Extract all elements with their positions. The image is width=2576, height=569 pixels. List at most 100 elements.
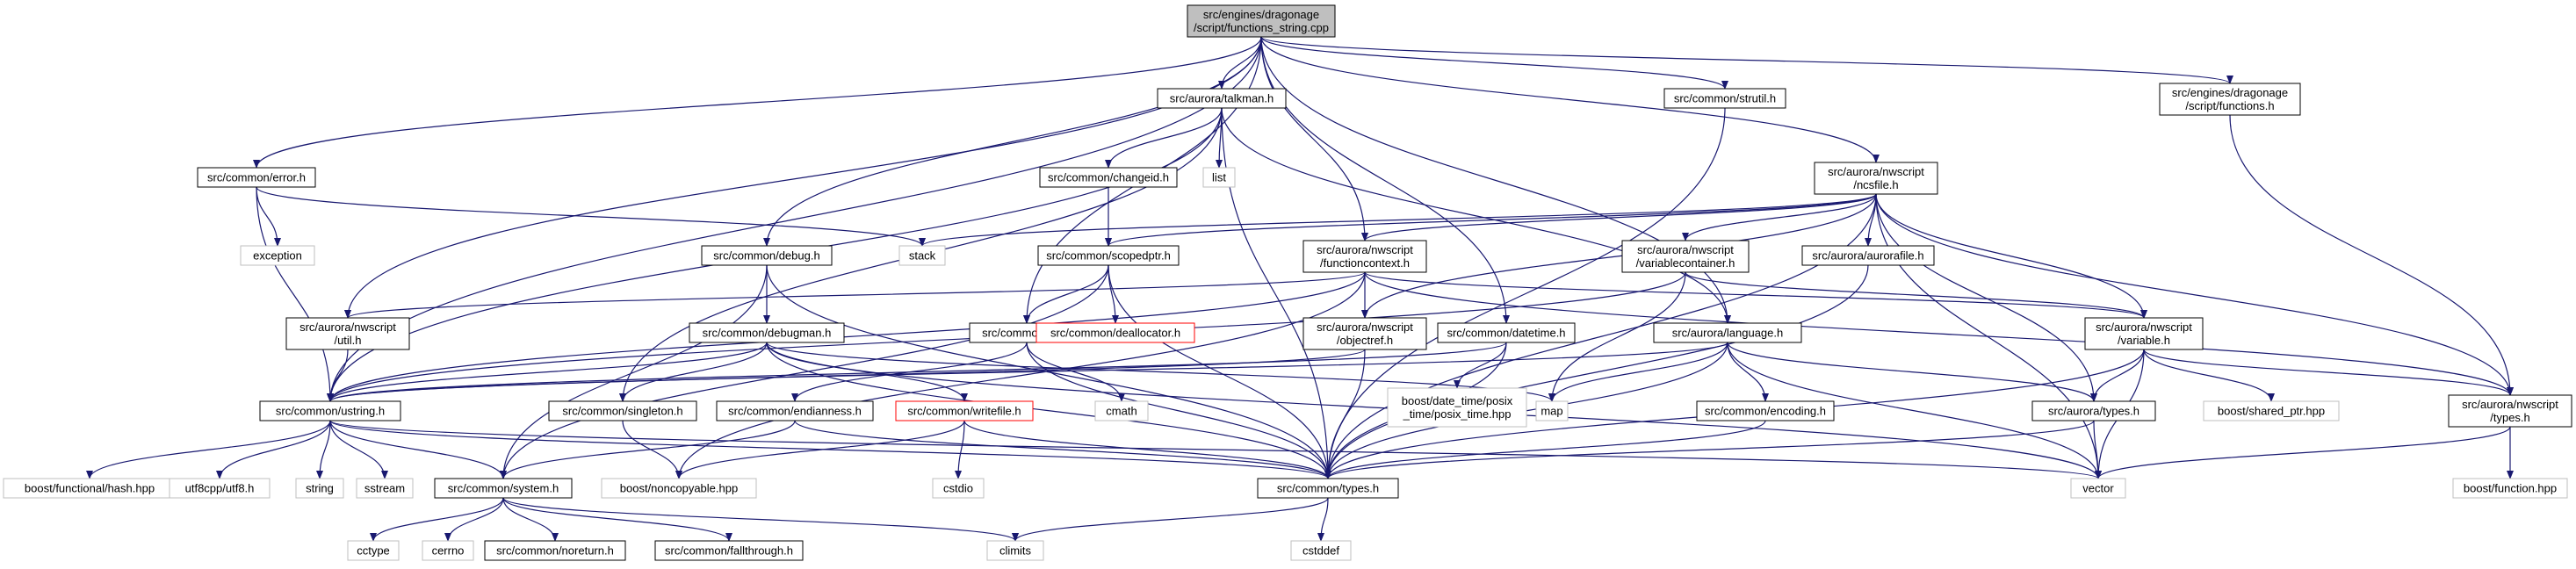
node-label: cstddef (1302, 544, 1339, 558)
node-debugman[interactable]: src/common/debugman.h (689, 322, 845, 343)
node-system[interactable]: src/common/system.h (434, 478, 573, 499)
node-box (1535, 400, 1569, 421)
node-label: string (306, 482, 334, 495)
edge-ustring-to-types (329, 420, 1331, 479)
node-label: src/engines/dragonage (1203, 8, 1319, 21)
node-auroratypes[interactable]: src/aurora/types.h (2031, 400, 2156, 421)
edge-ncsfile-to-objectref (1361, 193, 1877, 319)
node-writefile[interactable]: src/common/writefile.h (895, 400, 1034, 421)
edge-functioncontext-to-variable (1364, 271, 2147, 319)
edge-root-to-error (253, 36, 1262, 169)
node-objectref[interactable]: src/aurora/nwscript/objectref.h (1302, 317, 1427, 350)
edge-ncsfile-to-functioncontext (1361, 193, 1877, 241)
edge-ncsfile-to-scopedptr (1105, 193, 1877, 247)
edge-system-to-noreturn (502, 497, 559, 542)
node-deallocator[interactable]: src/common/deallocator.h (1035, 322, 1195, 343)
edge-scopedptr-to-system (500, 264, 1109, 479)
node-climits: climits (986, 540, 1044, 561)
node-cctype: cctype (347, 540, 400, 561)
node-noreturn[interactable]: src/common/noreturn.h (484, 540, 626, 561)
node-label: src/common/types.h (1277, 482, 1379, 495)
node-scopedptr[interactable]: src/common/scopedptr.h (1037, 245, 1180, 266)
node-aurorafile[interactable]: src/aurora/aurorafile.h (1801, 245, 1935, 266)
node-label: src/aurora/nwscript (299, 321, 396, 334)
edge-writefile-to-noncopyable (675, 420, 965, 479)
node-root[interactable]: src/engines/dragonage/script/functions_s… (1187, 4, 1336, 38)
edge-root-to-ustring (327, 36, 1262, 402)
node-label: src/aurora/language.h (1672, 327, 1783, 340)
node-label: /script/functions.h (2185, 99, 2274, 112)
node-box (169, 478, 271, 499)
node-box (2203, 400, 2340, 421)
node-box (1039, 167, 1178, 188)
node-encoding[interactable]: src/common/encoding.h (1696, 400, 1835, 421)
node-label: src/common/encoding.h (1705, 405, 1826, 418)
node-box (2452, 478, 2568, 499)
node-label: src/common/strutil.h (1674, 92, 1776, 105)
node-label: /functioncontext.h (1320, 256, 1410, 270)
edge-language-to-types (1324, 342, 1728, 479)
node-box (259, 400, 401, 421)
node-talkman[interactable]: src/aurora/talkman.h (1157, 88, 1287, 109)
edge-error-to-stack (256, 186, 926, 247)
node-datetime[interactable]: src/common/datetime.h (1437, 322, 1576, 343)
node-box (701, 245, 833, 266)
edge-encoding-to-types (1324, 420, 1766, 479)
node-box (1302, 317, 1427, 350)
node-box (1257, 478, 1399, 499)
node-box (1621, 240, 1750, 273)
node-label: src/aurora/nwscript (2462, 398, 2558, 411)
edge-ustring-to-system (329, 420, 507, 479)
node-box (1302, 240, 1427, 273)
node-language[interactable]: src/aurora/language.h (1653, 322, 1802, 343)
node-label: /script/functions_string.cpp (1194, 21, 1329, 34)
node-types[interactable]: src/common/types.h (1257, 478, 1399, 499)
edge-error-to-ustring (256, 186, 334, 402)
node-functioncontext[interactable]: src/aurora/nwscript/functioncontext.h (1302, 240, 1427, 273)
node-label: /variablecontainer.h (1636, 256, 1735, 270)
node-dafunctions[interactable]: src/engines/dragonage/script/functions.h (2159, 83, 2301, 116)
node-label: cctype (357, 544, 390, 558)
edge-ncsfile-to-auroratypes (1875, 193, 2097, 402)
edge-variable-to-nwtypes (2143, 349, 2514, 396)
node-posixtime: boost/date_time/posix_time/posix_time.hp… (1387, 387, 1527, 428)
node-endianness[interactable]: src/common/endianness.h (716, 400, 874, 421)
node-singleton[interactable]: src/common/singleton.h (548, 400, 697, 421)
node-label: climits (999, 544, 1032, 558)
node-boostfunction: boost/function.hpp (2452, 478, 2568, 499)
edge-scopedptr-to-cutil (1023, 264, 1109, 324)
node-nwtypes[interactable]: src/aurora/nwscript/types.h (2448, 394, 2572, 428)
node-label: boost/functional/hash.hpp (25, 482, 155, 495)
node-box (356, 478, 414, 499)
node-box (689, 322, 845, 343)
node-box (434, 478, 573, 499)
node-debug[interactable]: src/common/debug.h (701, 245, 833, 266)
edge-system-to-climits (502, 497, 1019, 542)
edge-endianness-to-types (794, 420, 1331, 479)
edge-datetime-to-posixtime (1454, 342, 1507, 389)
node-noncopyable: boost/noncopyable.hpp (601, 478, 757, 499)
node-label: src/engines/dragonage (2172, 86, 2288, 99)
node-label: sstream (364, 482, 405, 495)
node-nwutil[interactable]: src/aurora/nwscript/util.h (285, 317, 410, 350)
node-error[interactable]: src/common/error.h (197, 167, 316, 188)
node-strutil[interactable]: src/common/strutil.h (1663, 88, 1786, 109)
node-label: src/common/debug.h (713, 249, 819, 263)
node-label: src/common/scopedptr.h (1046, 249, 1171, 263)
node-ncsfile[interactable]: src/aurora/nwscript/ncsfile.h (1814, 162, 1938, 195)
node-label: utf8cpp/utf8.h (185, 482, 255, 495)
edge-root-to-dafunctions (1260, 36, 2233, 84)
edge-system-to-fallthrough (502, 497, 732, 542)
node-label: src/common/system.h (448, 482, 559, 495)
node-ustring[interactable]: src/common/ustring.h (259, 400, 401, 421)
node-variablecontainer[interactable]: src/aurora/nwscript/variablecontainer.h (1621, 240, 1750, 273)
node-box (716, 400, 874, 421)
node-label: list (1212, 171, 1226, 184)
node-label: src/common/deallocator.h (1050, 327, 1180, 340)
node-label: vector (2082, 482, 2114, 495)
dependency-edges (86, 36, 2514, 542)
node-fallthrough[interactable]: src/common/fallthrough.h (654, 540, 804, 561)
node-changeid[interactable]: src/common/changeid.h (1039, 167, 1178, 188)
node-variable[interactable]: src/aurora/nwscript/variable.h (2084, 317, 2204, 350)
edge-ustring-to-utf8 (216, 420, 331, 479)
